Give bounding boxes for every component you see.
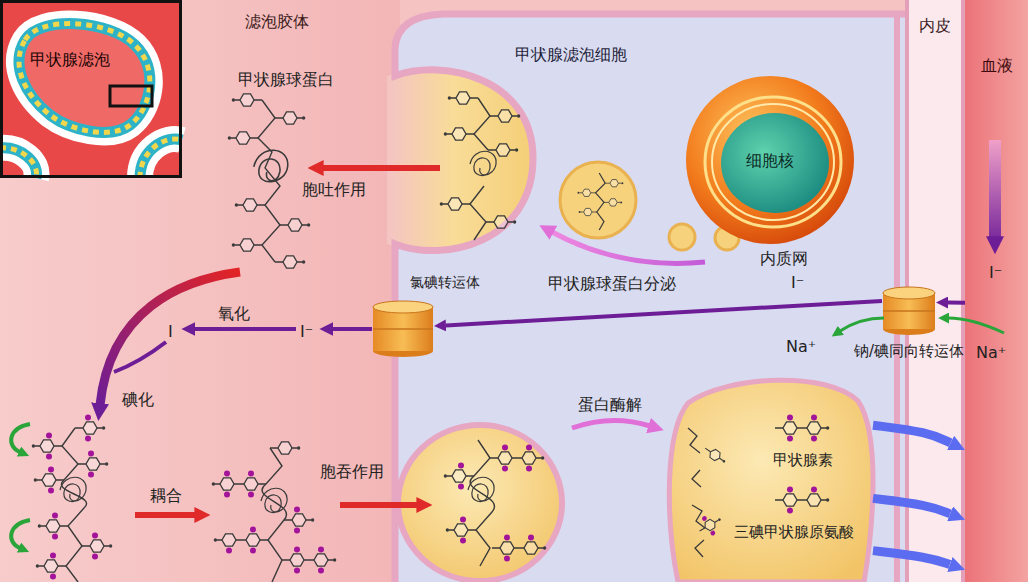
inset-follicle-outline-part — [0, 0, 182, 178]
blood-band: 血液 — [965, 0, 1028, 582]
lysosome-vesicle: 甲状腺素三碘甲状腺原氨酸 — [668, 373, 873, 582]
inset-follicle-outline-part — [2, 2, 181, 177]
process-label: Na⁺ — [976, 343, 1006, 362]
process-arrows-part — [332, 327, 372, 331]
inset-follicle-outline-part — [19, 24, 150, 133]
inset-follicle-outline-part — [140, 139, 182, 178]
process-label: 蛋白酶解 — [578, 395, 642, 414]
inset-follicle-outline-part — [140, 139, 182, 178]
process-label: I⁻ — [300, 322, 313, 341]
colloid-region-outline-part — [0, 0, 400, 582]
process-label: 内质网 — [760, 249, 808, 268]
node-label: 滤泡胶体 — [245, 12, 309, 31]
process-label: 氧化 — [218, 304, 250, 323]
process-arrows-part — [194, 327, 296, 331]
lysosome-vesicle-outline — [668, 373, 873, 582]
colloid-region-outline — [0, 0, 400, 582]
cell-nucleus-outline-part — [712, 104, 834, 220]
follicle-cell-outline — [383, 8, 905, 582]
inset-follicle-outline-part — [0, 148, 37, 178]
node-label: 细胞核 — [746, 151, 794, 170]
inset-follicle-outline-part — [0, 148, 37, 178]
pendrin-transporter-outline — [372, 300, 434, 358]
process-label: 胞吞作用 — [320, 462, 384, 481]
colloid-region: 滤泡胶体 — [0, 0, 400, 582]
endothelium-band-outline — [905, 0, 965, 582]
follicle-cell-outline-part — [669, 224, 695, 250]
blood-band-outline — [965, 0, 1028, 582]
process-arrows-part — [135, 512, 196, 518]
process-label: I⁻ — [989, 263, 1002, 282]
pendrin-transporter-outline-part — [373, 328, 433, 330]
process-arrows-part — [989, 140, 1001, 238]
inset-follicle-outline-part — [19, 24, 150, 133]
process-label: 甲状腺球蛋白分泌 — [548, 274, 676, 293]
transport-arrow — [948, 301, 965, 305]
process-label: 耦合 — [150, 486, 182, 505]
node-label: 血液 — [981, 56, 1013, 75]
inset-follicle-outline-part — [19, 24, 150, 133]
process-label: 胞吐作用 — [302, 180, 366, 199]
follicle-cell-outline-part — [395, 14, 905, 582]
follicle-cell-outline-part — [560, 162, 636, 238]
process-arrows-part — [340, 502, 418, 508]
endothelium-band: 内皮 — [905, 0, 965, 582]
process-label: I⁻ — [791, 273, 804, 292]
nis-symporter-outline-part — [883, 310, 935, 312]
follicle-cell-outline-part — [398, 425, 562, 581]
cell-nucleus-outline-part — [705, 97, 841, 227]
inset-follicle-outline — [0, 0, 182, 178]
process-label: I — [168, 322, 173, 341]
blood-band-outline-part — [965, 0, 1028, 582]
node-label: 钠/碘同向转运体 — [854, 342, 964, 360]
node-label: 甲状腺滤泡 — [30, 50, 110, 69]
nis-symporter: 钠/碘同向转运体 — [882, 286, 936, 336]
cell-nucleus-outline-part — [721, 113, 829, 213]
endothelium-band-outline-part — [961, 0, 965, 582]
node-label: 甲状腺素 — [773, 451, 833, 469]
process-arrows-part — [322, 165, 440, 171]
pendrin-transporter-outline-part — [373, 307, 433, 351]
process-label: Na⁺ — [786, 337, 816, 356]
nis-symporter-outline-part — [883, 287, 935, 299]
nis-symporter-outline — [882, 286, 936, 336]
pendrin-transporter-outline-part — [373, 301, 433, 313]
inset-follicle-outline-part — [0, 148, 37, 178]
inset-follicle-outline-part — [19, 24, 150, 133]
pendrin-transporter: 氯碘转运体 — [372, 300, 434, 358]
lysosome-vesicle-outline-part — [669, 380, 873, 582]
cell-nucleus: 细胞核 — [685, 75, 855, 245]
inset-follicle-outline-part — [140, 139, 182, 178]
inset-follicle-outline-part — [110, 86, 152, 106]
node-label: 氯碘转运体 — [410, 274, 480, 291]
endothelium-band-outline-part — [905, 0, 965, 582]
process-label: 甲状腺球蛋白 — [238, 70, 334, 89]
follicle-cell: 甲状腺滤泡细胞细胞核甲状腺素三碘甲状腺原氨酸 — [383, 8, 905, 582]
node-label: 甲状腺滤泡细胞 — [515, 45, 627, 64]
process-label: 碘化 — [122, 390, 154, 409]
inset-follicle: 甲状腺滤泡 — [0, 0, 182, 178]
cell-nucleus-outline-part — [686, 76, 854, 244]
endothelium-band-outline-part — [905, 0, 909, 582]
node-label: 三碘甲状腺原氨酸 — [734, 523, 854, 541]
node-label: 内皮 — [919, 16, 951, 35]
